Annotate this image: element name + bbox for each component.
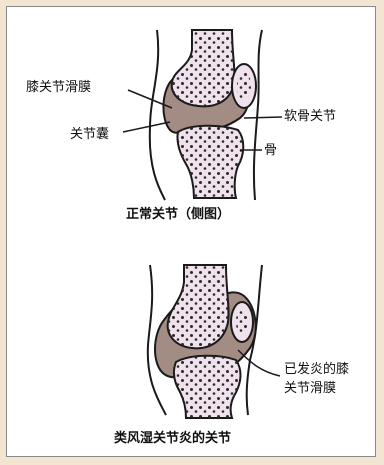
label-inflamed-synovium-line2: 关节滑膜 [284, 381, 336, 397]
label-synovium: 膝关节滑膜 [26, 80, 91, 96]
arthritis-joint-figure [148, 265, 280, 418]
label-inflamed-synovium-line1: 已发炎的膝 [284, 362, 349, 378]
caption-normal-joint: 正常关节（侧图） [126, 207, 230, 223]
label-cartilage: 软骨关节 [284, 109, 336, 125]
caption-arthritis-joint: 类风湿关节炎的关节 [114, 431, 231, 447]
normal-joint-figure [123, 30, 282, 200]
label-bone: 骨 [264, 143, 277, 159]
label-capsule: 关节囊 [70, 127, 109, 143]
